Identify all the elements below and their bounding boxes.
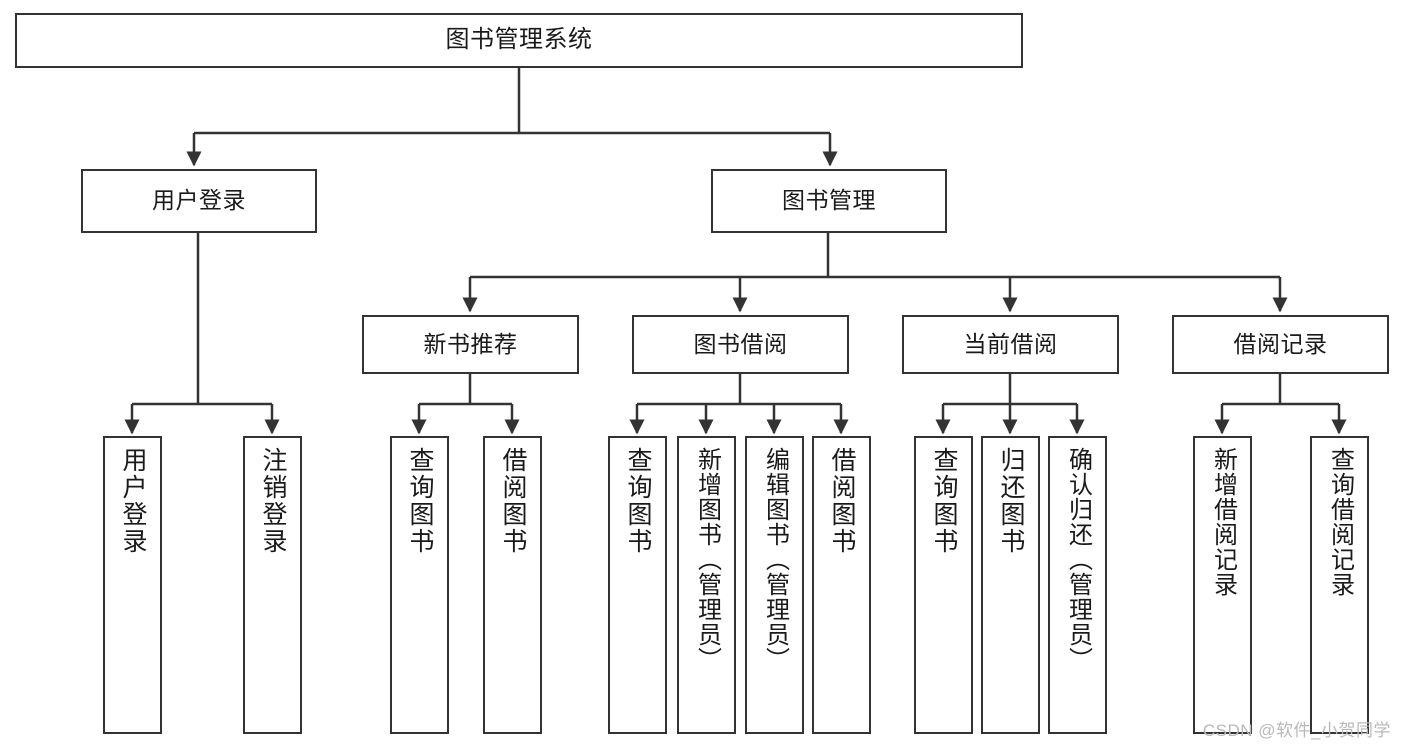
node-leaf-borrow-book-2-label: 借阅图书 [828, 447, 856, 555]
node-leaf-query-book-1-label: 查询图书 [406, 447, 434, 555]
node-leaf-query-book-3[interactable]: 查询图书 [914, 436, 973, 734]
node-current-borrow[interactable]: 当前借阅 [902, 315, 1119, 374]
node-leaf-edit-book[interactable]: 编辑图书（管理员） [745, 436, 804, 734]
node-leaf-query-record[interactable]: 查询借阅记录 [1310, 436, 1369, 734]
node-borrow-record-label: 借阅记录 [1233, 330, 1328, 357]
node-current-borrow-label: 当前借阅 [963, 330, 1058, 357]
node-leaf-query-book-3-label: 查询图书 [930, 447, 958, 555]
node-leaf-add-record[interactable]: 新增借阅记录 [1193, 436, 1252, 734]
csdn-watermark: CSDN @软件_小贺同学 [1202, 721, 1391, 740]
node-leaf-query-record-label: 查询借阅记录 [1326, 447, 1354, 597]
node-leaf-logout-label: 注销登录 [259, 447, 287, 555]
node-leaf-query-book-2-label: 查询图书 [624, 447, 652, 555]
node-book-management-label: 图书管理 [782, 187, 876, 214]
node-leaf-return-book-label: 归还图书 [997, 447, 1025, 555]
node-leaf-confirm-return[interactable]: 确认归还（管理员） [1048, 436, 1107, 734]
node-leaf-add-book-label: 新增图书（管理员） [693, 447, 721, 672]
node-book-borrow[interactable]: 图书借阅 [632, 315, 849, 374]
node-root-book-management-system[interactable]: 图书管理系统 [15, 13, 1023, 68]
node-user-login-label: 用户登录 [152, 187, 246, 214]
node-leaf-borrow-book-1-label: 借阅图书 [499, 447, 527, 555]
node-leaf-user-login[interactable]: 用户登录 [103, 436, 162, 734]
node-book-borrow-label: 图书借阅 [693, 330, 788, 357]
node-root-label: 图书管理系统 [445, 26, 593, 54]
node-leaf-query-book-2[interactable]: 查询图书 [608, 436, 667, 734]
node-new-book-recommend[interactable]: 新书推荐 [362, 315, 579, 374]
node-new-book-recommend-label: 新书推荐 [423, 330, 518, 357]
node-book-management[interactable]: 图书管理 [711, 169, 947, 233]
node-leaf-add-book[interactable]: 新增图书（管理员） [677, 436, 736, 734]
node-leaf-borrow-book-2[interactable]: 借阅图书 [812, 436, 871, 734]
node-borrow-record[interactable]: 借阅记录 [1172, 315, 1389, 374]
node-user-login[interactable]: 用户登录 [81, 169, 317, 233]
node-leaf-user-login-label: 用户登录 [119, 447, 147, 555]
node-leaf-logout[interactable]: 注销登录 [243, 436, 302, 734]
node-leaf-confirm-return-label: 确认归还（管理员） [1064, 447, 1092, 672]
node-leaf-borrow-book-1[interactable]: 借阅图书 [483, 436, 542, 734]
node-leaf-edit-book-label: 编辑图书（管理员） [761, 447, 789, 672]
node-leaf-add-record-label: 新增借阅记录 [1209, 447, 1237, 597]
node-leaf-query-book-1[interactable]: 查询图书 [390, 436, 449, 734]
node-leaf-return-book[interactable]: 归还图书 [981, 436, 1040, 734]
